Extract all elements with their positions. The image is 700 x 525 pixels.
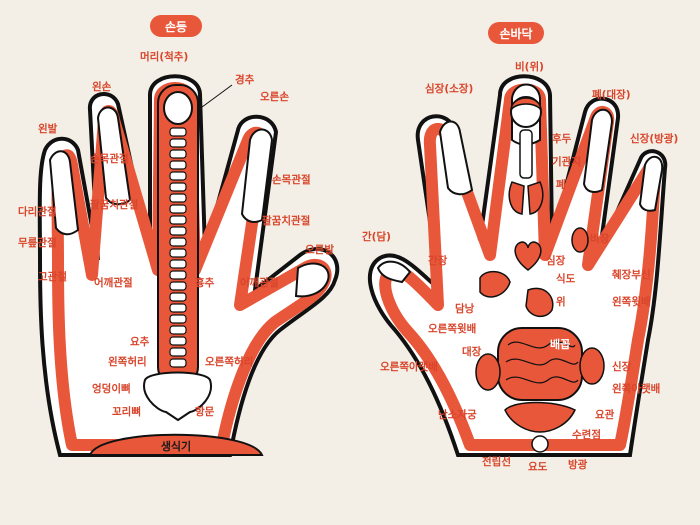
label-left-foot: 왼발 [38, 122, 58, 135]
label-ovary-uterus: 난소자궁 [438, 408, 477, 421]
label-lung-colon: 폐(대장) [592, 88, 631, 101]
label-right-waist: 오른쪽허리 [205, 355, 253, 368]
label-colon: 대장 [462, 345, 482, 358]
palm-title-pill [488, 22, 544, 44]
label-left-elbow: 팔꿈치관절 [90, 198, 138, 211]
label-lung: 폐 [556, 178, 566, 191]
spleen-organ [571, 227, 589, 253]
label-right-rib: 오른쪽윗배 [428, 322, 476, 335]
label-leg-joint: 다리관절 [18, 205, 57, 218]
label-prostate: 전립선 [482, 455, 511, 468]
skull [163, 91, 193, 125]
label-stomach: 위 [556, 295, 566, 308]
label-left-lower: 왼쪽아랫배 [612, 382, 660, 395]
label-pelvis: 엉덩이뼈 [92, 382, 131, 395]
right-kidney [579, 347, 605, 385]
label-urethra: 요도 [528, 461, 548, 473]
neck-pointer [197, 84, 233, 111]
face-hair [510, 97, 542, 111]
bladder-organ [531, 435, 549, 453]
wrist-band [88, 433, 264, 456]
vertebrae [169, 127, 187, 368]
label-heart: 심장 [546, 254, 566, 267]
back-ring-finger [96, 106, 132, 206]
label-right-hand: 오른손 [260, 91, 289, 103]
lungs [508, 181, 544, 215]
label-gallbladder: 담낭 [455, 302, 475, 315]
label-left-shoulder: 어깨관절 [94, 276, 133, 289]
trachea [519, 129, 533, 179]
intestine-coils [505, 341, 579, 384]
back-title: 손등 [165, 20, 187, 34]
label-head: 머리(척추) [140, 50, 188, 63]
pelvis-bone [143, 371, 212, 422]
label-throat: 후두 [552, 132, 572, 145]
stomach-organ [525, 287, 554, 318]
label-left-waist: 왼쪽허리 [108, 355, 147, 368]
palm-hand [368, 74, 668, 457]
label-right-foot: 오른발 [305, 243, 334, 256]
left-kidney [475, 353, 501, 391]
back-title-pill [150, 15, 202, 37]
palm-title: 손바닥 [499, 26, 532, 41]
label-genitals: 생식기 [161, 439, 191, 453]
back-thumb [294, 262, 330, 298]
palm-thumb [376, 260, 412, 284]
back-hand [37, 74, 340, 457]
label-spleen-stomach: 비(위) [515, 60, 544, 73]
label-thoracic: 흉추 [195, 276, 215, 289]
label-heart-small: 심장(소장) [425, 82, 473, 95]
palm-ring-finger [582, 108, 614, 193]
label-kidney: 신장 [612, 360, 632, 373]
label-navel: 배꼽 [550, 337, 570, 351]
label-hip-joint: 고관절 [38, 270, 67, 283]
label-ureter: 요관 [595, 408, 615, 421]
label-left-rib: 왼쪽윗배 [612, 295, 651, 308]
heart-organ [514, 241, 542, 271]
label-lumbar: 요추 [130, 335, 150, 348]
label-trachea: 기관지 [552, 155, 581, 168]
label-adrenal: 췌장부신 [612, 268, 651, 281]
label-neck: 경추 [235, 73, 255, 86]
label-left-wrist: 손목관절 [90, 152, 129, 165]
label-right-elbow: 팔꿈치관절 [262, 214, 310, 227]
label-spleen: 비장 [590, 232, 610, 245]
back-little-finger [48, 150, 80, 236]
label-left-hand: 왼손 [92, 80, 112, 93]
label-liver: 간(담) [362, 230, 391, 243]
label-knee-joint: 무릎관절 [18, 236, 57, 249]
label-right-lower: 오른쪽아랫배 [380, 360, 438, 373]
label-kidney-bladder: 신장(방광) [630, 132, 678, 145]
label-liver-organ: 간장 [428, 254, 448, 267]
label-anus: 항문 [195, 405, 215, 418]
label-right-shoulder: 어깨관절 [240, 276, 279, 289]
palm-little-finger [638, 155, 664, 212]
label-right-wrist: 손목관절 [272, 173, 311, 186]
label-esophagus: 식도 [556, 272, 576, 285]
label-sperm: 수련점 [572, 428, 601, 441]
back-index-finger [240, 128, 274, 223]
palm-index-finger [438, 120, 474, 196]
uterus [504, 401, 576, 433]
label-coccyx: 꼬리뼈 [112, 405, 141, 418]
label-bladder: 방광 [568, 458, 588, 471]
liver-organ [479, 270, 511, 298]
